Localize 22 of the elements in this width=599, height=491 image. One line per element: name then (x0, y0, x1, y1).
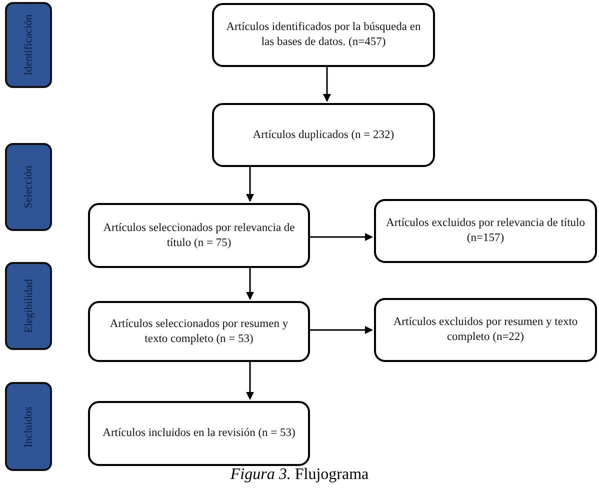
arrow (246, 362, 254, 400)
stage-band (5, 382, 52, 471)
process-box: Artículos duplicados (n = 232) (212, 103, 435, 167)
process-box: Artículos seleccionados por relevancia de título (n = 75) (88, 203, 310, 268)
figure-caption: Figura 3. Flujograma (229, 466, 370, 484)
arrow (323, 67, 331, 102)
stage-band (5, 262, 52, 350)
stage-label: Elegibilidad (22, 279, 34, 333)
arrow (246, 167, 254, 202)
stage-band (5, 143, 52, 231)
arrow (310, 233, 373, 241)
process-box: Artículos seleccionados por resumen y texto completo (n = 53) (88, 301, 310, 362)
stage-label: Selección (22, 166, 34, 208)
process-box: Artículos incluidos en la revisión (n = 53) (88, 401, 310, 466)
arrow (310, 326, 373, 334)
stage-label: Identificación (22, 14, 34, 76)
stage-band (5, 2, 52, 88)
stage-label: Incluidos (22, 406, 34, 447)
process-box: Artículos excluidos por resumen y texto completo (n=22) (374, 298, 597, 362)
arrow (246, 268, 254, 300)
process-box: Artículos excluidos por relevancia de título (n=157) (374, 199, 597, 263)
process-box: Artículos identificados por la búsqueda en las bases de datos. (n=457) (212, 3, 435, 67)
